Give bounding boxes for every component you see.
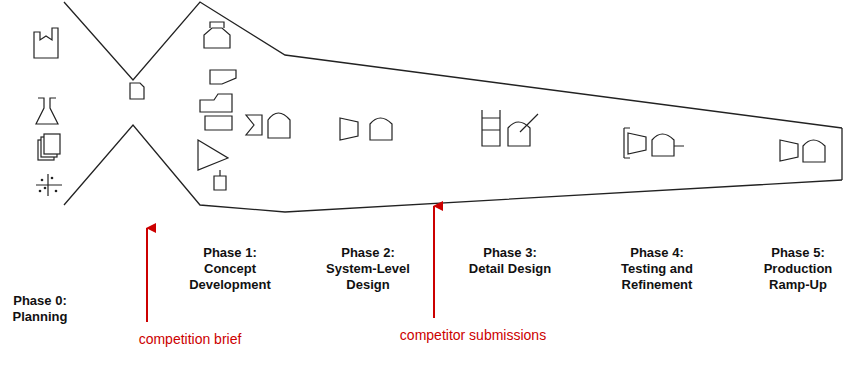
callout-arrows: [147, 206, 434, 322]
funnel-outline: [64, 2, 842, 212]
phase-label: Phase 2: System-Level Design: [321, 245, 415, 293]
phase-label: Phase 1: Concept Development: [185, 245, 275, 293]
phase-label: Phase 4: Testing and Refinement: [611, 245, 703, 293]
callout-note: competitor submissions: [400, 327, 546, 343]
product-sketches: [130, 22, 825, 190]
phase-label: Phase 5: Production Ramp-Up: [755, 245, 841, 293]
phase-label: Phase 0: Planning: [4, 293, 76, 325]
planning-icons: [34, 28, 62, 196]
callout-note: competition brief: [139, 331, 242, 347]
scatter-dots: [39, 177, 58, 193]
phase-label: Phase 3: Detail Design: [466, 245, 554, 277]
